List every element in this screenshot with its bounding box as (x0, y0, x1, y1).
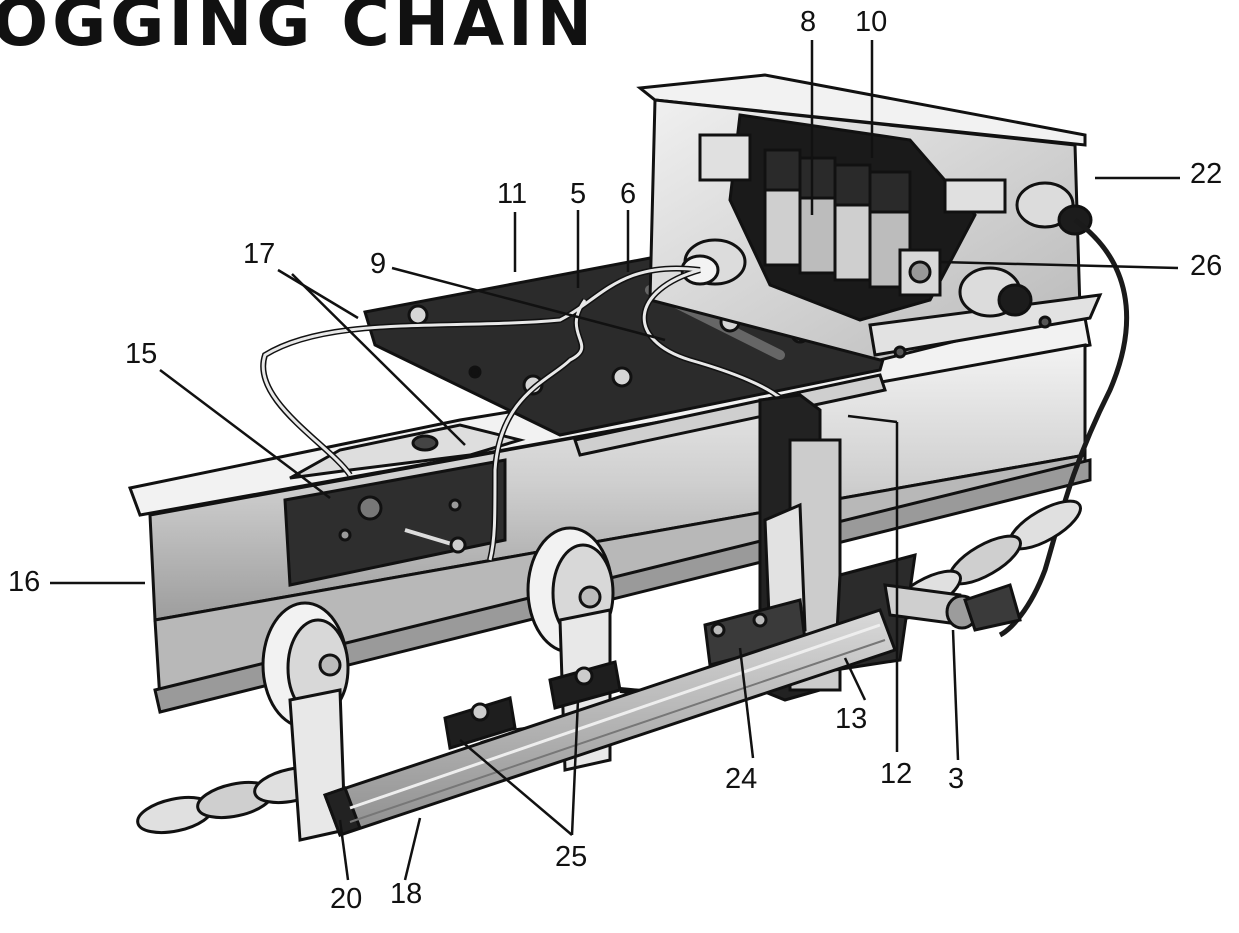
callout-6: 6 (620, 178, 637, 210)
callout-3: 3 (948, 763, 965, 795)
fitting-left (680, 238, 747, 286)
callout-12: 12 (880, 758, 913, 790)
sensor-cable (998, 217, 1129, 638)
control-box (636, 73, 1103, 362)
valve-bank (763, 148, 942, 297)
callout-10: 10 (855, 6, 888, 38)
proximity-sensor (883, 583, 1022, 632)
callout-15: 15 (125, 338, 158, 370)
callout-22: 22 (1190, 158, 1223, 190)
callout-11: 11 (497, 178, 528, 210)
leader-lines (50, 40, 1180, 881)
callout-18: 18 (390, 878, 423, 910)
callout-9: 9 (370, 248, 387, 280)
side-bracket-plate (283, 458, 507, 587)
callout-5: 5 (570, 178, 587, 210)
callout-20: 20 (330, 883, 363, 915)
rail-clamps (443, 660, 622, 750)
callout-8: 8 (800, 6, 817, 38)
diagram-title: OGGING CHAIN (0, 0, 596, 61)
callout-26: 26 (1190, 250, 1223, 282)
callout-13: 13 (835, 703, 868, 735)
callout-25: 25 (555, 841, 588, 873)
callout-16: 16 (8, 566, 41, 598)
box-mount-tabs (698, 133, 1007, 214)
fitting-lower (958, 266, 1033, 318)
actuator-rail (323, 608, 897, 837)
callout-24: 24 (725, 763, 758, 795)
callout-17: 17 (243, 238, 276, 270)
